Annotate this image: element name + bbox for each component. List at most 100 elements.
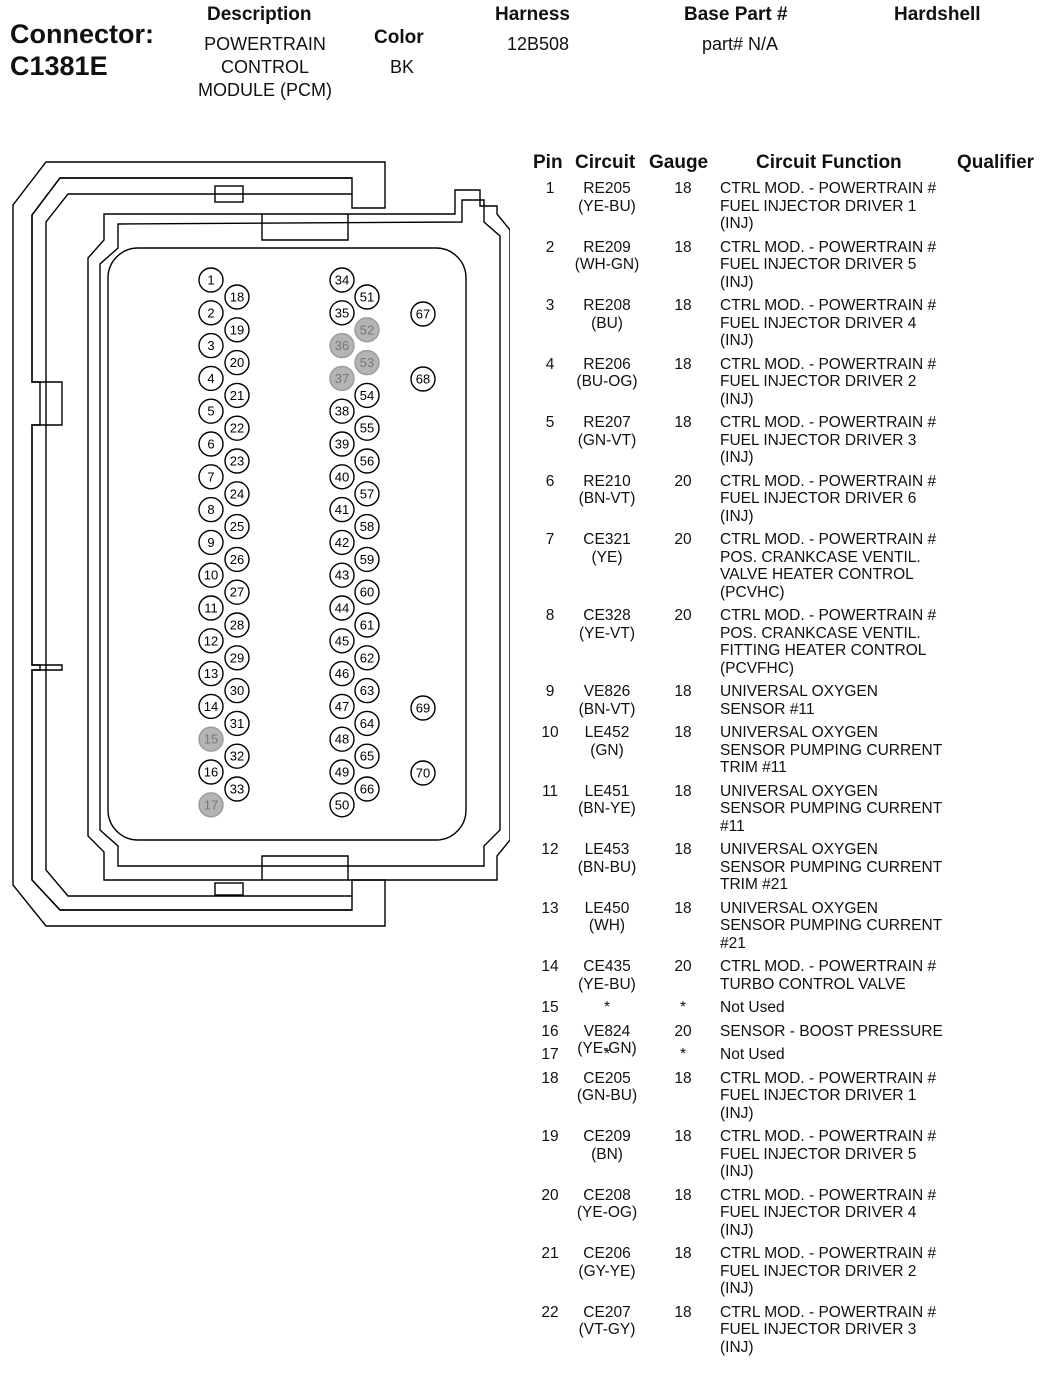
function-line: (INJ) <box>720 332 754 349</box>
function-line: CTRL MOD. - POWERTRAIN # <box>720 1069 937 1087</box>
pin-number: 35 <box>335 305 349 320</box>
harness-label: Harness <box>495 4 570 25</box>
pin-circle <box>329 398 355 424</box>
pin-circle <box>329 464 355 490</box>
pin-circle <box>198 464 224 490</box>
pin-cavity-12: 12 <box>198 628 224 654</box>
pin-cavity-11: 11 <box>198 595 224 621</box>
circuit-id: CE207 <box>583 1303 631 1321</box>
function-line: CTRL MOD. - POWERTRAIN # <box>720 607 937 624</box>
gauge-cell: 18 <box>674 1069 692 1087</box>
circuit-cell: RE210(BN-VT) <box>572 473 642 508</box>
description-label: Description <box>207 4 312 25</box>
pin-number: 43 <box>335 568 349 583</box>
header-circuit: Circuit <box>575 152 636 173</box>
pin-cavity-8: 8 <box>198 496 224 523</box>
function-line: FUEL INJECTOR DRIVER 4 <box>720 1204 917 1221</box>
pin-circle <box>354 645 380 671</box>
pin-number: 47 <box>335 699 349 714</box>
pin-cavity-22: 22 <box>224 415 250 441</box>
pin-number: 1 <box>207 273 214 288</box>
function-line: (INJ) <box>720 449 754 466</box>
function-line: FUEL INJECTOR DRIVER 4 <box>720 314 917 332</box>
color-label: Color <box>374 27 424 48</box>
function-line: (INJ) <box>720 390 754 408</box>
circuit-function-cell: Not Used <box>720 1046 960 1064</box>
pin-number-cell: 18 <box>541 1069 559 1087</box>
pin-circle <box>198 693 224 720</box>
pin-number-cell: 19 <box>541 1128 559 1145</box>
function-line: FITTING HEATER CONTROL <box>720 642 927 659</box>
pin-number-cell: 15 <box>541 999 559 1016</box>
pin-circle <box>224 710 250 737</box>
wire-color: (GN-VT) <box>577 431 637 449</box>
function-line: #21 <box>720 934 746 952</box>
pin-number: 45 <box>335 633 349 648</box>
pin-cavity-10: 10 <box>198 562 224 588</box>
pin-number: 16 <box>204 765 218 780</box>
pin-cavity-35: 35 <box>329 300 355 326</box>
circuit-cell: RE205(YE-BU) <box>572 180 642 215</box>
pin-circle <box>198 759 224 785</box>
circuit-cell: CE207(VT-GY) <box>572 1304 642 1339</box>
circuit-function-cell: CTRL MOD. - POWERTRAIN #FUEL INJECTOR DR… <box>720 1128 960 1181</box>
function-line: UNIVERSAL OXYGEN <box>720 841 878 858</box>
wire-color: (WH) <box>588 917 626 934</box>
pin-number-cell: 14 <box>541 958 559 975</box>
pin-cavity-23: 23 <box>224 448 250 474</box>
pin-cavity-45: 45 <box>329 628 355 654</box>
pin-cavity-57: 57 <box>354 481 380 507</box>
function-line: FUEL INJECTOR DRIVER 3 <box>720 1321 917 1338</box>
base-part-label: Base Part # <box>684 4 788 25</box>
wire-color: (GN) <box>590 741 624 759</box>
function-line: (INJ) <box>720 1104 754 1122</box>
harness-value: 12B508 <box>506 34 570 54</box>
pin-circle <box>198 595 224 621</box>
pin-circle <box>354 710 380 737</box>
pin-cavity-5: 5 <box>198 398 224 424</box>
wire-color: (YE-BU) <box>578 197 636 215</box>
circuit-cell: VE824(YE-GN) <box>572 1023 642 1058</box>
pin-number: 36 <box>335 338 349 353</box>
pin-circle <box>410 366 436 392</box>
circuit-cell: LE452(GN) <box>572 724 642 759</box>
pin-number-cell: 13 <box>541 899 559 917</box>
pin-number-cell: 4 <box>545 355 555 373</box>
connector-label: Connector: <box>10 19 154 49</box>
pin-circle <box>198 628 224 654</box>
pin-circle <box>329 660 355 687</box>
function-line: FUEL INJECTOR DRIVER 1 <box>720 197 917 215</box>
pin-cavity-27: 27 <box>224 579 250 605</box>
gauge-cell: 18 <box>674 782 692 800</box>
circuit-function-cell: CTRL MOD. - POWERTRAIN #POS. CRANKCASE V… <box>720 607 960 677</box>
circuit-id: * <box>603 1046 611 1063</box>
pin-number: 67 <box>416 307 430 322</box>
function-line: (PCVHC) <box>720 583 785 601</box>
circuit-id: CE321 <box>583 531 631 548</box>
color-value: BK <box>389 57 414 77</box>
pin-number: 56 <box>360 454 374 469</box>
pin-circle <box>198 332 224 359</box>
wire-color: (BN-BU) <box>577 858 637 876</box>
pin-cavity-30: 30 <box>224 677 250 704</box>
pin-cavity-19: 19 <box>224 317 250 343</box>
pin-circle <box>198 726 224 752</box>
pin-circle <box>198 529 224 556</box>
pin-number: 20 <box>230 355 244 370</box>
circuit-function-cell: CTRL MOD. - POWERTRAIN #FUEL INJECTOR DR… <box>720 414 960 467</box>
function-line: TRIM #21 <box>720 876 789 893</box>
pin-cavity-25: 25 <box>224 513 250 540</box>
wire-color: (BN-YE) <box>578 800 636 817</box>
function-line: VALVE HEATER CONTROL <box>720 566 914 583</box>
function-line: (INJ) <box>720 1338 754 1356</box>
pin-number-cell: 3 <box>545 297 555 314</box>
pin-circle <box>198 562 224 588</box>
wire-color: (YE-OG) <box>576 1204 638 1221</box>
pin-number: 70 <box>416 766 430 781</box>
pin-number: 33 <box>230 782 244 797</box>
pin-cavity-33: 33 <box>224 776 250 802</box>
pin-circle <box>198 398 224 424</box>
pin-number: 4 <box>207 371 214 386</box>
